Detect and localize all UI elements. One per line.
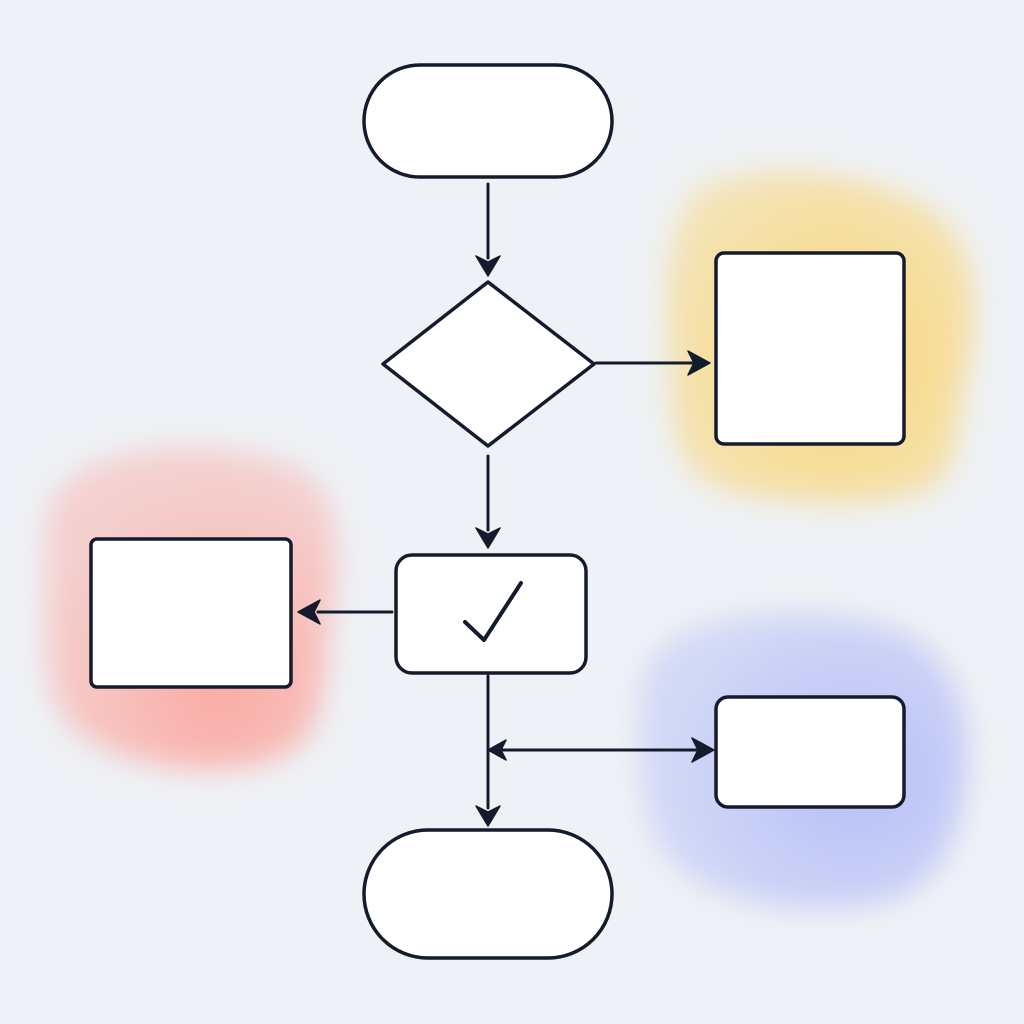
decision-diamond[interactable] [381, 280, 596, 448]
end-terminator[interactable] [362, 828, 614, 960]
process-lower-right-box[interactable] [714, 695, 906, 809]
checkmark-icon [463, 581, 523, 642]
process-right-box[interactable] [714, 251, 906, 446]
start-terminator[interactable] [362, 63, 614, 179]
edge-decision-to-process-right [594, 350, 711, 376]
edge-start-to-decision [475, 182, 501, 277]
edge-check-step-to-end [475, 674, 501, 827]
edge-check-step-to-process-lower-right [487, 737, 715, 763]
check-step-node[interactable] [394, 553, 588, 675]
edges [297, 182, 715, 827]
nodes [89, 63, 906, 960]
process-left-box[interactable] [89, 537, 293, 689]
edge-check-step-to-process-left [297, 599, 394, 625]
edge-decision-to-check-step [475, 454, 501, 549]
check-step-box[interactable] [394, 553, 588, 675]
